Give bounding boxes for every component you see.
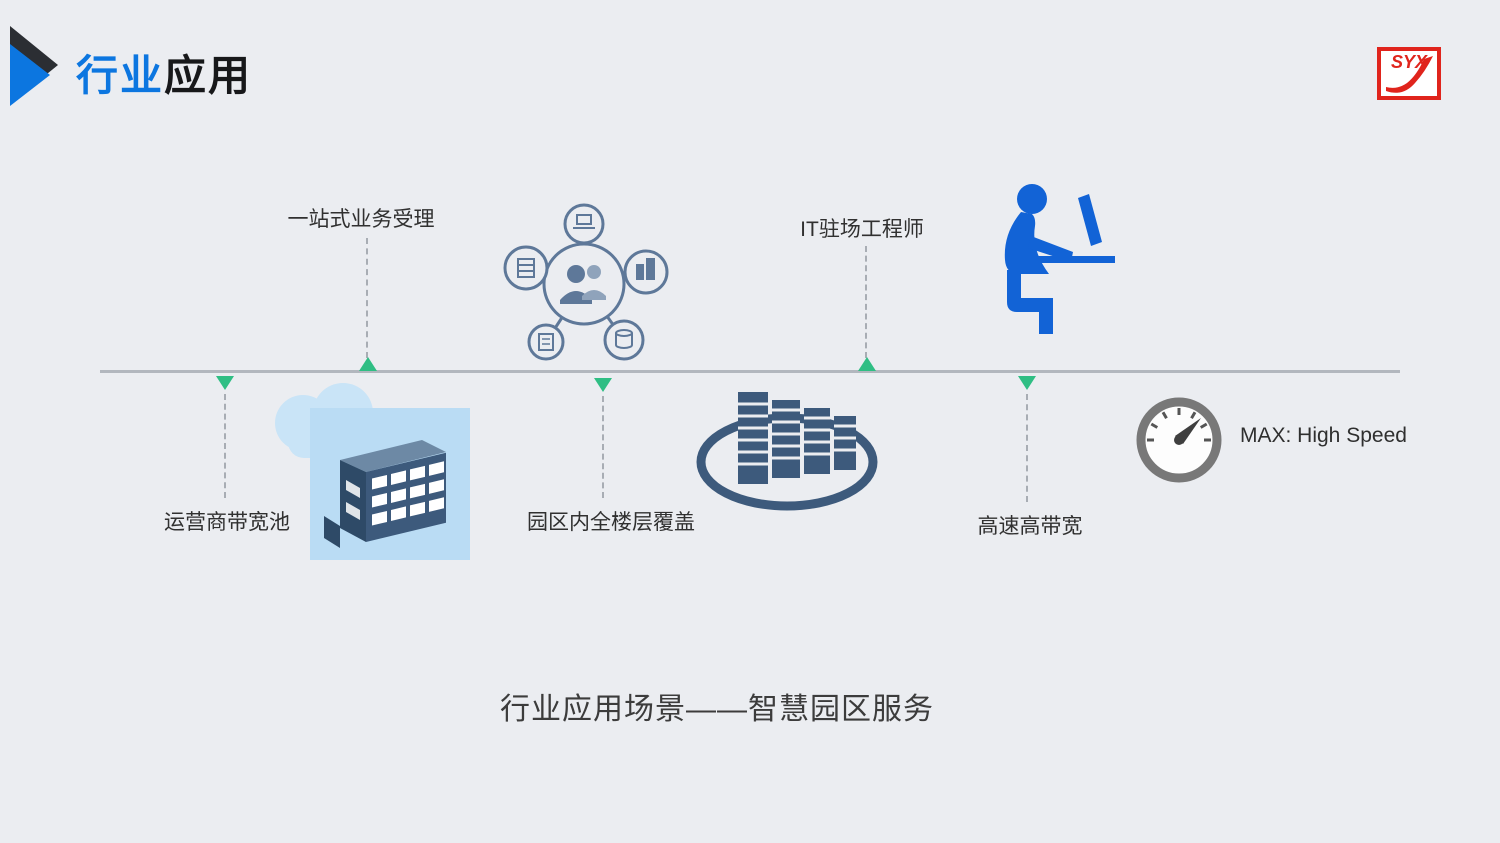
green-triangle-marker-down xyxy=(1018,376,1036,390)
max-speed-label: MAX: High Speed xyxy=(1240,424,1407,447)
syx-logo: SYX xyxy=(1377,47,1441,100)
connector-dashed-line xyxy=(865,246,867,358)
connector-dashed-line xyxy=(366,238,368,358)
green-triangle-marker-down xyxy=(216,376,234,390)
timeline-label-high-speed-bandwidth: 高速高带宽 xyxy=(977,515,1083,538)
connector-dashed-line xyxy=(602,396,604,498)
building-panel xyxy=(310,408,470,560)
speedometer-icon xyxy=(1136,397,1222,483)
page-title: 行业应用 xyxy=(76,42,252,103)
buildings-icon xyxy=(636,264,644,280)
logo-swoosh-icon xyxy=(1386,56,1433,93)
timeline-label-full-floor-coverage: 园区内全楼层覆盖 xyxy=(527,511,695,534)
timeline-label-it-engineer: IT驻场工程师 xyxy=(800,218,924,241)
page-title-part-blue: 行业 xyxy=(76,52,165,99)
logo-text: SYX xyxy=(1391,52,1428,72)
calculator-icon xyxy=(538,333,554,351)
green-triangle-marker-up xyxy=(359,357,377,371)
green-triangle-marker-up xyxy=(858,357,876,371)
connector-dashed-line xyxy=(224,394,226,498)
timeline-label-carrier-bandwidth-pool: 运营商带宽池 xyxy=(164,511,290,534)
building-icon xyxy=(324,440,446,548)
network-collaboration-icon xyxy=(503,203,669,361)
engineer-at-laptop-icon xyxy=(1004,184,1115,334)
laptop-icon xyxy=(576,214,592,225)
server-icon xyxy=(517,258,535,278)
timeline-label-one-stop-service: 一站式业务受理 xyxy=(287,208,435,231)
slide-caption: 行业应用场景——智慧园区服务 xyxy=(500,693,934,726)
page-title-part-dark: 应用 xyxy=(164,52,253,99)
green-triangle-marker-down xyxy=(594,378,612,392)
title-arrow-blue-icon xyxy=(10,44,50,106)
person-icon xyxy=(567,265,585,283)
timeline-axis xyxy=(100,370,1400,373)
server-rack-icon xyxy=(696,392,878,511)
connector-dashed-line xyxy=(1026,394,1028,502)
